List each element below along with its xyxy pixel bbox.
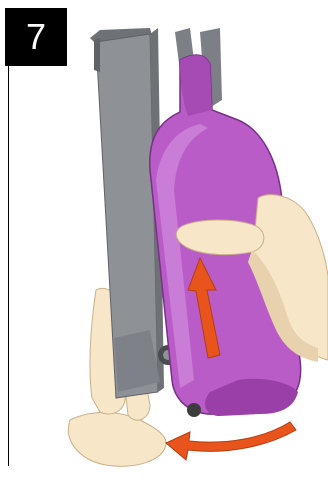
curved-arrow-icon (166, 422, 296, 460)
